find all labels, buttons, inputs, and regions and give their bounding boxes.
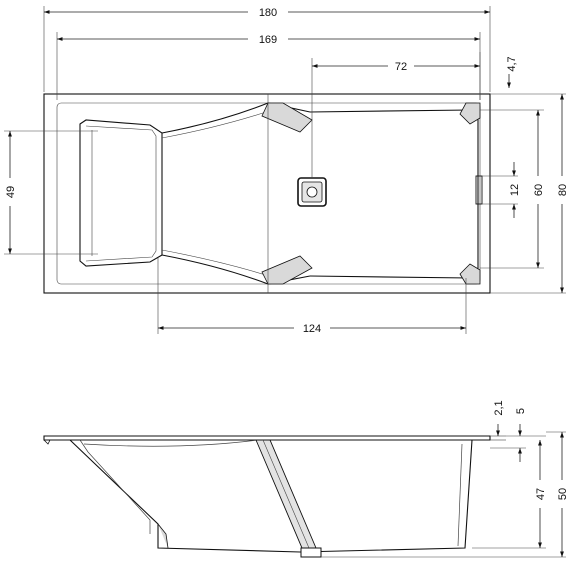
- dim-label-rim-thickness: 2,1: [493, 400, 505, 415]
- side-foot-bevel: [157, 523, 169, 549]
- backrest-inner-line: [85, 125, 157, 262]
- basin-outline: [309, 109, 479, 279]
- overflow-icon: [475, 175, 483, 205]
- dim-label-inner-width: 60: [533, 184, 545, 196]
- dim-label-inner-length: 169: [259, 34, 277, 46]
- drain-icon: [297, 177, 327, 207]
- lower-left-bevel: [261, 255, 313, 285]
- dim-label-basin-length: 124: [303, 323, 321, 335]
- side-seat-curve: [83, 439, 259, 447]
- side-rim: [43, 435, 491, 441]
- side-rib-center-line: [262, 439, 310, 549]
- dim-label-apron-thickness: 5: [515, 408, 527, 414]
- side-body-outline: [69, 439, 473, 553]
- side-inner-wall: [457, 443, 463, 547]
- side-drain-icon: [300, 547, 322, 558]
- dim-label-seat-depth: 49: [5, 186, 17, 198]
- dim-label-overall-length: 180: [259, 7, 277, 19]
- lower-right-bevel: [459, 263, 481, 285]
- top-dimensions: 180 169 72 4,7 49 124 12: [4, 6, 568, 335]
- dim-label-rim-offset: 4,7: [506, 56, 518, 71]
- lower-transition-line: [161, 254, 311, 285]
- upper-transition-line: [161, 102, 311, 134]
- dim-label-inner-height: 47: [535, 488, 547, 500]
- backrest-outline: [79, 119, 163, 267]
- dim-label-overall-width: 80: [557, 184, 568, 196]
- side-backrest-line: [79, 439, 151, 534]
- dim-label-overall-height: 50: [557, 488, 568, 500]
- tub-inner-rim: [56, 102, 481, 285]
- side-view: [43, 435, 491, 558]
- dim-label-overflow-height: 12: [509, 184, 521, 196]
- top-view: [43, 93, 491, 294]
- lower-transition-inner: [161, 249, 273, 278]
- upper-transition-inner: [161, 109, 273, 139]
- upper-left-bevel: [261, 102, 313, 133]
- tub-outer-rim: [43, 93, 491, 294]
- upper-right-bevel: [459, 102, 481, 125]
- side-dimensions: 2,1 5 47 50: [321, 400, 568, 558]
- side-rim-end: [43, 439, 51, 445]
- dim-label-drain-offset: 72: [395, 61, 407, 73]
